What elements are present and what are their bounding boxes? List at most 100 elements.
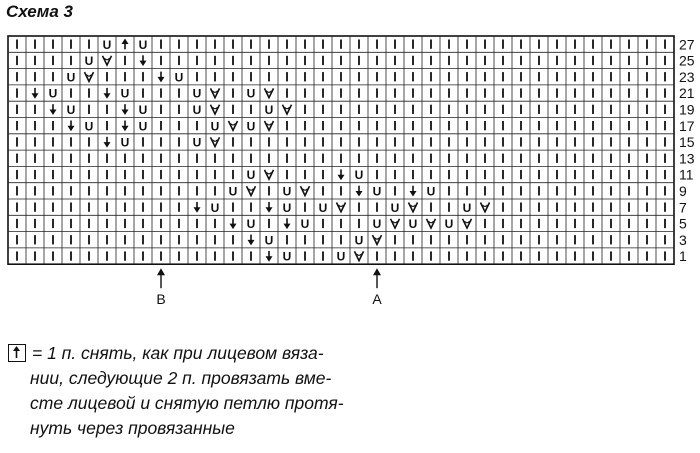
k2tog-arrow-head [121, 109, 129, 115]
ssk-mark [83, 71, 95, 84]
ssk-mark-inner [212, 106, 218, 110]
legend-text-1: = 1 п. снять, как при лицевом вяза- [32, 343, 324, 363]
yarn-over-mark: U [247, 87, 256, 101]
ssk-mark [461, 218, 473, 230]
yarn-over-mark: U [85, 54, 94, 68]
yarn-over-mark: U [355, 233, 364, 247]
marker-arrow-head [373, 268, 381, 276]
k2tog-arrow-head [247, 239, 255, 246]
chart-title: Схема 3 [6, 2, 73, 21]
ssk-mark-inner [410, 204, 416, 208]
yarn-over-mark: U [445, 217, 454, 231]
ssk-mark [389, 218, 401, 230]
yarn-over-mark: U [85, 119, 94, 133]
k2tog-arrow-head [157, 76, 165, 83]
yarn-over-mark: U [373, 217, 382, 231]
yarn-over-mark: U [193, 136, 202, 150]
yarn-over-mark: U [265, 103, 274, 117]
yarn-over-mark: U [211, 201, 220, 215]
k2tog-arrow-head [31, 93, 39, 99]
yarn-over-mark: U [283, 185, 292, 199]
yarn-over-mark: U [121, 136, 130, 150]
ssk-mark [263, 88, 275, 100]
yarn-over-mark: U [355, 168, 364, 182]
k2tog-arrow-head [121, 125, 129, 132]
yarn-over-mark: U [373, 185, 382, 199]
yarn-over-mark: U [139, 103, 148, 117]
yarn-over-mark: U [463, 201, 472, 215]
ssk-mark-inner [356, 253, 362, 256]
ssk-mark-inner [266, 90, 272, 93]
ssk-mark [227, 120, 239, 133]
ssk-mark [263, 169, 275, 182]
ssk-mark [245, 185, 257, 198]
yarn-over-mark: U [247, 217, 256, 231]
row-number: 11 [679, 167, 694, 183]
ssk-mark [281, 104, 293, 116]
ssk-mark-inner [302, 188, 308, 191]
slip-knit-arrow-icon [8, 344, 26, 362]
k2tog-arrow-head [139, 60, 147, 67]
row-number: 3 [679, 232, 687, 248]
k2tog-arrow-head [265, 207, 273, 213]
yarn-over-mark: U [193, 87, 202, 101]
yarn-over-mark: U [247, 119, 256, 133]
row-number: 13 [679, 150, 695, 166]
ssk-mark-inner [248, 188, 254, 191]
ssk-mark-inner [212, 139, 218, 142]
row-number: 23 [679, 69, 695, 85]
ssk-mark-inner [464, 220, 470, 224]
k2tog-arrow-head [409, 191, 417, 197]
yarn-over-mark: U [49, 87, 58, 101]
yarn-over-mark: U [193, 103, 202, 117]
yarn-over-mark: U [391, 201, 400, 215]
ssk-mark [299, 185, 311, 198]
ssk-mark-inner [266, 123, 272, 126]
k2tog-arrow-head [67, 125, 75, 132]
slip-arrow-head [121, 38, 129, 44]
row-number: 5 [679, 216, 687, 232]
legend-line-3: сте лицевой и снятую петлю протя- [30, 393, 344, 413]
ssk-mark [209, 136, 221, 149]
ssk-mark [101, 55, 113, 67]
ssk-mark-inner [428, 220, 434, 224]
ssk-mark-inner [374, 237, 380, 240]
row-number: 1 [679, 248, 687, 264]
k2tog-arrow-head [355, 191, 363, 197]
k2tog-arrow-head [265, 256, 273, 262]
ssk-mark-inner [284, 106, 290, 110]
ssk-mark [425, 218, 437, 230]
ssk-mark-inner [104, 57, 110, 61]
k2tog-arrow-head [103, 93, 111, 99]
yarn-over-mark: U [283, 250, 292, 264]
row-number: 7 [679, 199, 687, 215]
ssk-mark-inner [230, 123, 236, 126]
ssk-mark-inner [338, 204, 344, 208]
k2tog-arrow-head [49, 109, 57, 115]
ssk-mark [371, 234, 383, 247]
yarn-over-mark: U [427, 185, 436, 199]
row-number: 27 [679, 36, 695, 52]
yarn-over-mark: U [211, 119, 220, 133]
yarn-over-mark: U [283, 201, 292, 215]
yarn-over-mark: U [175, 70, 184, 84]
k2tog-arrow-head [283, 223, 291, 230]
yarn-over-mark: U [319, 201, 328, 215]
yarn-over-mark: U [265, 233, 274, 247]
k2tog-arrow-head [337, 174, 345, 181]
ssk-mark [263, 120, 275, 133]
row-number: 17 [679, 118, 695, 134]
yarn-over-mark: U [121, 87, 130, 101]
yarn-over-mark: U [67, 103, 76, 117]
yarn-over-mark: U [103, 38, 112, 52]
ssk-mark-inner [266, 171, 272, 175]
yarn-over-mark: U [139, 119, 148, 133]
ssk-mark [353, 251, 365, 263]
legend-line-2: нии, следующие 2 п. провязать вме- [30, 368, 332, 388]
marker-label: B [156, 291, 165, 307]
marker-label: A [372, 291, 382, 307]
ssk-mark [335, 202, 347, 214]
row-number: 19 [679, 102, 695, 118]
yarn-over-mark: U [139, 38, 148, 52]
